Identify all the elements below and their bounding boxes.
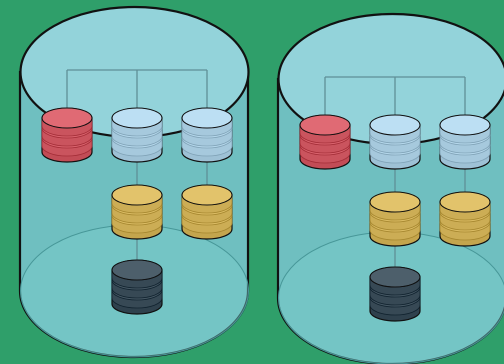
gold-disk-stack-right bbox=[440, 192, 490, 246]
light-blue-disk-stack-right bbox=[440, 115, 490, 169]
red-disk-stack bbox=[42, 108, 92, 162]
gold-disk-stack-center bbox=[112, 185, 162, 239]
light-blue-disk-stack-center bbox=[112, 108, 162, 162]
left-cylinder bbox=[20, 7, 249, 357]
light-blue-disk-stack-right bbox=[182, 108, 232, 162]
light-blue-disk-stack-center bbox=[370, 115, 420, 169]
gold-disk-stack-right bbox=[182, 185, 232, 239]
slate-disk-stack bbox=[370, 267, 420, 321]
gold-disk-stack-center bbox=[370, 192, 420, 246]
right-cylinder bbox=[278, 14, 504, 364]
red-disk-stack bbox=[300, 115, 350, 169]
slate-disk-stack bbox=[112, 260, 162, 314]
